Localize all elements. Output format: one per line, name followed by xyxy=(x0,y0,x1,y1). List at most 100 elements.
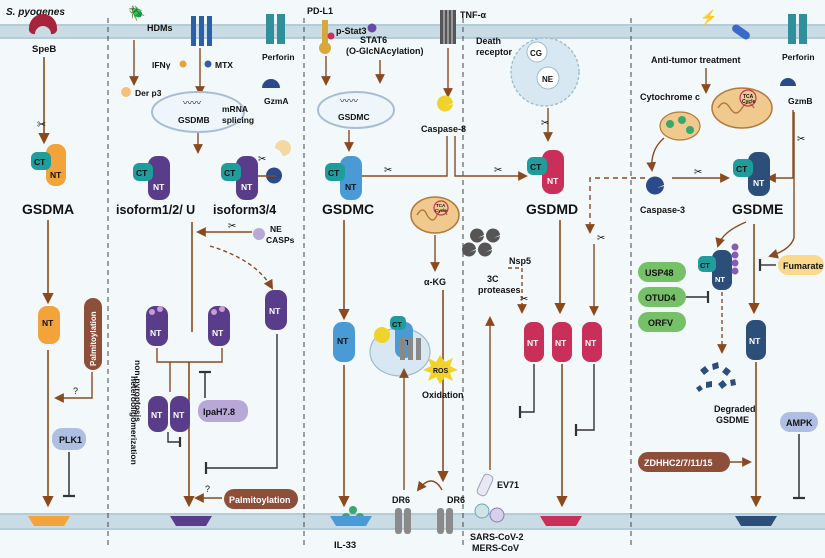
svg-text:Perforin: Perforin xyxy=(782,52,815,62)
svg-text:CT: CT xyxy=(530,162,542,172)
perforin-icon xyxy=(266,14,285,44)
gzmb-icon xyxy=(780,78,796,86)
zdhhc-badge xyxy=(638,452,730,472)
svg-text:NT: NT xyxy=(547,176,559,186)
svg-text:ROS: ROS xyxy=(433,368,449,375)
gsdma-nt-fragment: NT xyxy=(38,306,60,344)
gsdmb-nt-single: NT xyxy=(265,290,287,330)
svg-text:p-Stat3: p-Stat3 xyxy=(336,26,367,36)
mtx-icon xyxy=(204,60,212,68)
stat6-icon xyxy=(367,23,377,33)
svg-text:Caspase-8: Caspase-8 xyxy=(421,124,466,134)
gsdmb-isoform-a: CT NT xyxy=(133,156,170,200)
gsdmc-pore xyxy=(330,516,372,526)
plk1-badge xyxy=(52,428,86,450)
heterooligomerization-label: heterooligomerization xyxy=(129,376,139,465)
speb-label: SpeB xyxy=(32,44,56,55)
svg-text:GSDMC: GSDMC xyxy=(338,112,370,122)
scissors-icon: ✂ xyxy=(694,167,702,178)
gzma-icon xyxy=(262,79,280,88)
scissors-icon: ✂ xyxy=(494,165,502,176)
svg-text:Caspase-3: Caspase-3 xyxy=(640,205,685,215)
drug-pill-icon xyxy=(732,24,750,40)
gsdmb-nt-inhibited: NT NT xyxy=(148,396,190,432)
svg-text:CT: CT xyxy=(34,157,46,167)
gsdmb-nucleus xyxy=(151,91,245,133)
gsdma-pore xyxy=(28,516,70,526)
sars-cov-2-icon xyxy=(474,503,490,519)
caspase8-icon xyxy=(437,95,453,112)
svg-text:NT: NT xyxy=(212,328,224,338)
palmitoylation-label: Palmitoylation xyxy=(89,311,98,366)
svg-text:PLK1: PLK1 xyxy=(59,435,82,445)
svg-text:α-KG: α-KG xyxy=(424,277,446,287)
receptor-icon xyxy=(191,16,212,46)
svg-text:MTX: MTX xyxy=(215,60,233,70)
gsdmb-pore xyxy=(170,516,212,526)
top-membrane xyxy=(0,24,825,39)
isoform-b-label: isoform3/4 xyxy=(213,203,276,217)
svg-text:NT: NT xyxy=(269,306,281,316)
usp48-badge xyxy=(638,262,686,282)
speb-protease-icon xyxy=(28,14,58,35)
svg-text:CT: CT xyxy=(392,320,402,329)
ampk-badge xyxy=(780,412,818,432)
svg-text:NT: NT xyxy=(151,410,163,420)
scissors-icon: ✂ xyxy=(797,134,805,145)
svg-text:NT: NT xyxy=(345,182,357,192)
scissors-icon: ✂ xyxy=(228,221,236,232)
svg-text:TNF-α: TNF-α xyxy=(460,10,486,20)
gsdmd-nt-fragments: NT NT NT xyxy=(524,322,602,362)
column-dividers xyxy=(107,18,632,545)
gsdmb-nt-pair-left: NT xyxy=(146,306,168,346)
nonpyroptosis-label: non-pyroptosis xyxy=(133,360,143,422)
ev71-virus-icon xyxy=(476,473,494,497)
svg-text:DR6: DR6 xyxy=(447,495,465,505)
svg-text:NT: NT xyxy=(42,318,54,328)
degraded-gsdme-fragments xyxy=(696,362,736,392)
gsdmd-title: GSDMD xyxy=(526,201,578,217)
svg-text:NE: NE xyxy=(270,224,282,234)
gsdme-column: ⚡ Anti-tumor treatment Perforin GzmB Cyt… xyxy=(638,9,824,526)
gsdmb-isoform-b: CT NT xyxy=(221,156,258,200)
perforin-icon xyxy=(788,14,807,44)
scissors-icon: ✂ xyxy=(384,165,392,176)
cell-organelle-icon xyxy=(659,111,701,141)
ifn-icon xyxy=(179,60,187,68)
svg-text:CT: CT xyxy=(136,168,148,178)
svg-text:EV71: EV71 xyxy=(497,480,519,490)
svg-text:NT: NT xyxy=(749,336,761,346)
gsdme-ubiquitinated: CT NT xyxy=(698,243,739,290)
gsdma-full-length: CT NT xyxy=(31,144,66,186)
svg-text:GzmA: GzmA xyxy=(264,96,289,106)
svg-text:NT: NT xyxy=(753,178,765,188)
svg-text:USP48: USP48 xyxy=(645,268,674,278)
svg-text:?: ? xyxy=(73,386,78,396)
svg-text:NT: NT xyxy=(241,182,253,192)
derp3-icon xyxy=(121,87,131,97)
svg-text:Cytochrome c: Cytochrome c xyxy=(640,92,700,102)
svg-text:NT: NT xyxy=(50,170,62,180)
protease-pacman-cluster xyxy=(462,228,500,257)
dna-icon: 〰〰 xyxy=(340,96,358,106)
gsdme-full-length: CT NT xyxy=(733,152,770,196)
ros-burst-icon xyxy=(423,355,458,384)
stat6-label: STAT6(O-GlcNAcylation) xyxy=(346,35,424,56)
gsdmc-bound-complex: CT NT xyxy=(374,316,421,360)
orfv-badge xyxy=(638,312,686,332)
scissors-icon: ✂ xyxy=(597,233,605,244)
svg-text:CASPs: CASPs xyxy=(266,235,295,245)
svg-text:Anti-tumor treatment: Anti-tumor treatment xyxy=(651,55,741,65)
gsdme-pore xyxy=(735,516,777,526)
svg-text:GSDMB: GSDMB xyxy=(178,115,210,125)
svg-text:Palmitoylation: Palmitoylation xyxy=(229,495,291,505)
